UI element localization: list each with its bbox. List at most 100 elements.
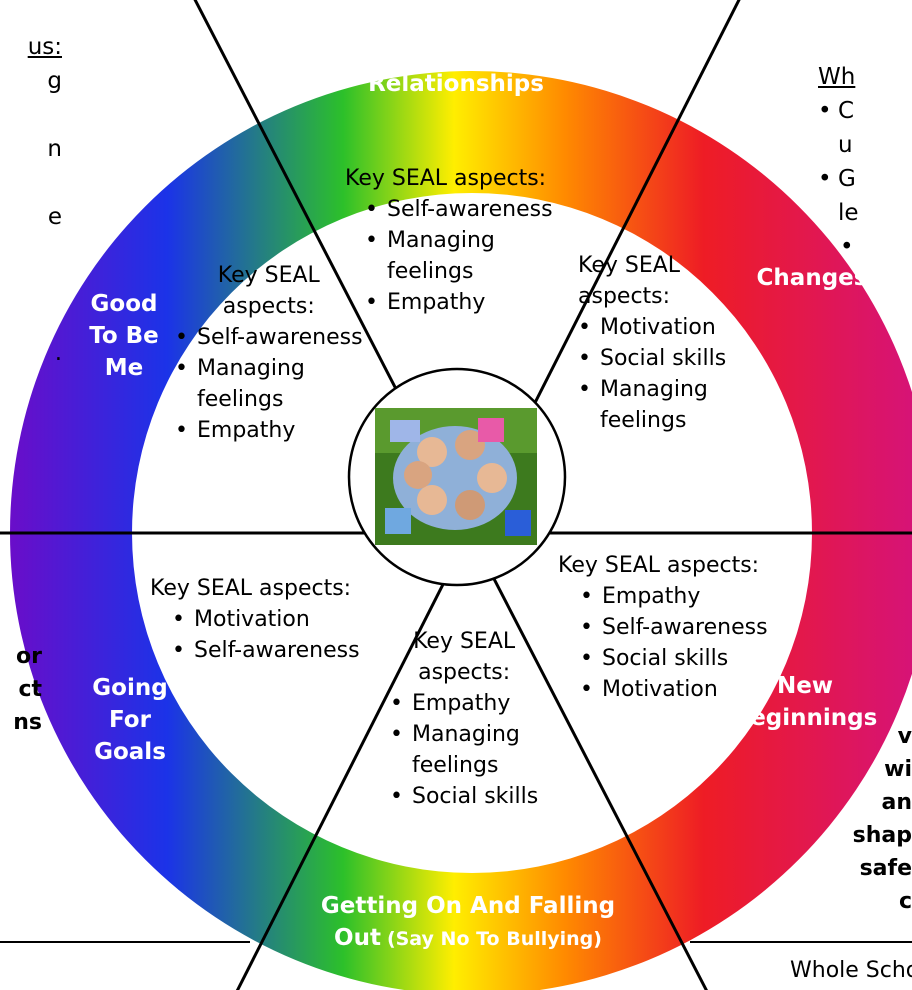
- aspects-list: •Motivation•Self-awareness: [172, 604, 360, 666]
- right-partial-bold-line: safe: [859, 856, 912, 881]
- right-partial-bottom-text: Whole School: [790, 958, 912, 983]
- aspect-item-line: feelings: [365, 256, 553, 287]
- bullet-dot: •: [172, 607, 185, 632]
- left-partial-line: n: [47, 136, 62, 162]
- aspect-item-line: •Motivation: [578, 312, 726, 343]
- aspect-item-line: •Managing: [390, 719, 538, 750]
- aspects-block-3: Key SEAL aspects: • Empathy • Self-awareness…: [558, 550, 768, 705]
- aspect-item-text: Motivation: [602, 677, 718, 702]
- right-partial-fragment: le: [838, 200, 859, 226]
- aspect-item-line: • Motivation: [580, 674, 768, 705]
- aspect-item-line: • Social skills: [578, 343, 726, 374]
- aspects-heading-line: Key SEAL: [413, 629, 516, 654]
- group-of-children-photo: [375, 408, 537, 545]
- bullet-dot: •: [578, 315, 591, 340]
- sector-label-line: Out(Say No To Bullying): [334, 925, 602, 951]
- aspects-heading-line: aspects:: [222, 294, 315, 319]
- aspects-block-5: Key SEAL aspects:•Motivation•Self-awaren…: [150, 573, 360, 666]
- left-partial-line: g: [47, 68, 62, 94]
- sector-label-line: Goals: [94, 739, 166, 765]
- aspect-item-text: Managing: [387, 228, 495, 253]
- aspects-heading: Key SEAL aspects:: [578, 250, 726, 312]
- aspect-item-text: Self-awareness: [387, 197, 553, 222]
- left-partial-line: [0, 234, 62, 268]
- aspect-item: •Empathy: [365, 287, 553, 318]
- right-partial-line: le: [818, 196, 860, 230]
- aspect-item: •Self-awareness: [175, 322, 363, 353]
- aspect-item-line: • Managing: [365, 225, 553, 256]
- aspect-item-text: Self-awareness: [602, 615, 768, 640]
- aspect-item-line: feelings: [390, 750, 538, 781]
- bullet-dot: •: [390, 784, 403, 809]
- left-partial-line: [0, 166, 62, 200]
- sector-label-line: For: [109, 707, 151, 733]
- aspect-item-text: Motivation: [194, 607, 310, 632]
- aspects-heading-line: Key SEAL: [578, 253, 681, 278]
- right-partial-line: •: [840, 230, 860, 264]
- aspects-list: •Self-awareness • Managing feelings • Empathy: [175, 322, 363, 446]
- sector-label-line: Going: [92, 675, 168, 701]
- left-partial-line: [0, 268, 62, 302]
- aspect-item-line: • Empathy: [175, 415, 363, 446]
- aspect-item-text: Managing: [197, 356, 305, 381]
- aspect-item-line: feelings: [175, 384, 363, 415]
- aspect-item-line: •Self-awareness: [175, 322, 363, 353]
- bullet-dot: •: [365, 197, 378, 222]
- right-partial-bold-line: an: [881, 790, 912, 815]
- bullet-dot: •: [175, 418, 188, 443]
- bullet-dot: •: [580, 615, 593, 640]
- aspects-heading: Key SEAL aspects:: [150, 573, 360, 604]
- left-partial-bold-line: ct: [18, 677, 42, 702]
- sector-label-line: Getting On And Falling: [320, 893, 616, 919]
- aspect-item-line: • Managing: [175, 353, 363, 384]
- left-partial-heading: us:: [27, 34, 62, 60]
- bullet-dot: •: [172, 638, 185, 663]
- bullet-dot: •: [365, 228, 378, 253]
- right-partial-heading: Wh: [818, 64, 856, 90]
- aspects-heading: Key SEAL aspects:: [175, 260, 363, 322]
- left-partial-line: [0, 302, 62, 336]
- aspect-item-text: feelings: [412, 753, 499, 778]
- aspect-item: • Motivation: [172, 604, 360, 635]
- bullet-dot: •: [580, 677, 593, 702]
- aspect-item: • Self-awareness: [365, 194, 553, 225]
- right-partial-bold-line: wi: [884, 757, 912, 782]
- aspects-list: • Self-awareness • Managing feelings •Empathy: [365, 194, 553, 318]
- bullet-dot: •: [175, 356, 188, 381]
- bullet-dot: •: [578, 346, 591, 371]
- aspect-item-text: Managing: [412, 722, 520, 747]
- bullet-dot: •: [578, 377, 591, 402]
- aspect-item: • Social skills: [390, 781, 538, 812]
- aspect-item: • Motivation: [580, 674, 768, 705]
- aspects-heading-line: Key SEAL aspects:: [558, 553, 760, 578]
- sector-label-line: Good: [90, 291, 158, 317]
- aspect-item-text: Self-awareness: [197, 325, 363, 350]
- aspect-item-text: feelings: [387, 259, 474, 284]
- aspects-block-1: Key SEAL aspects: • Self-awareness • Managin…: [345, 163, 553, 318]
- aspects-heading-line: Key SEAL: [217, 263, 320, 288]
- aspect-item-text: Social skills: [412, 784, 539, 809]
- aspect-item-line: • Self-awareness: [580, 612, 768, 643]
- aspect-item-text: Empathy: [197, 418, 296, 443]
- left-partial-line: e: [47, 204, 62, 230]
- aspect-item-text: Social skills: [600, 346, 727, 371]
- left-partial-bold-line: or: [16, 644, 42, 669]
- bullet-dot: •: [390, 691, 403, 716]
- aspects-heading-line: aspects:: [578, 284, 671, 309]
- right-partial-bold-line: v: [897, 724, 912, 749]
- right-partial-line: •C: [818, 94, 860, 128]
- right-partial-fragment: G: [838, 166, 856, 192]
- aspects-heading-line: Key SEAL aspects:: [345, 166, 547, 191]
- aspect-item-text: Empathy: [602, 584, 701, 609]
